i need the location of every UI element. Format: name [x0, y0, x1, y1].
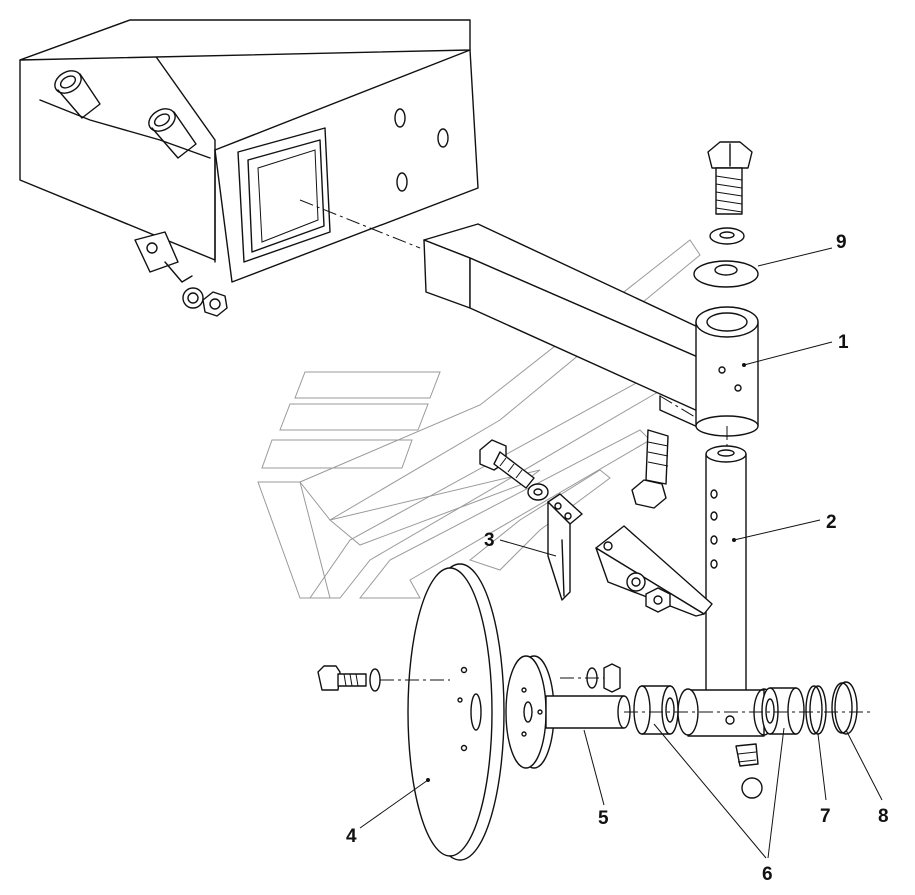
- part-2-post: [677, 445, 775, 799]
- part-5-hub: [505, 655, 631, 769]
- part-7-ring: [805, 685, 827, 735]
- leader-lines: [359, 247, 883, 859]
- part-4-disc: [407, 563, 505, 861]
- part-8-cap: [831, 681, 858, 735]
- frame-beam: [19, 19, 479, 317]
- callout-3: 3: [484, 530, 495, 551]
- callout-7: 7: [820, 806, 831, 827]
- disc-bolt: [317, 665, 450, 692]
- part-3-bracket: [547, 493, 583, 601]
- part-6-bushing-right: [761, 687, 805, 735]
- callout-5: 5: [598, 808, 609, 829]
- bar-bolt: [631, 429, 669, 509]
- callout-1: 1: [838, 332, 849, 353]
- callout-8: 8: [878, 806, 889, 827]
- angled-bolt: [479, 439, 549, 501]
- axis-line: [299, 199, 421, 249]
- part-9-washer: [693, 260, 759, 288]
- callout-9: 9: [836, 232, 847, 253]
- top-bolt: [707, 141, 753, 245]
- angle-bracket: [595, 525, 713, 617]
- callout-6: 6: [762, 864, 773, 885]
- callout-2: 2: [826, 512, 837, 533]
- part-1-sleeve: [695, 306, 759, 437]
- callout-4: 4: [346, 826, 357, 847]
- square-bar: [423, 223, 701, 429]
